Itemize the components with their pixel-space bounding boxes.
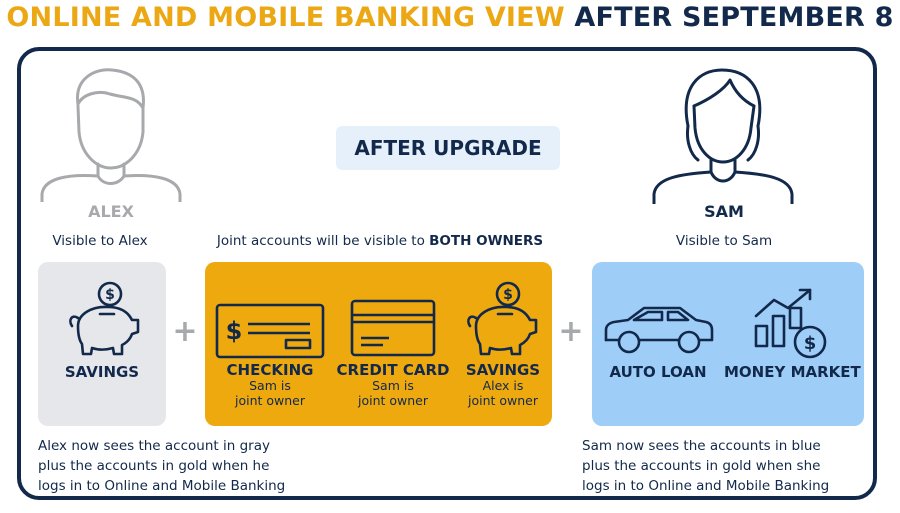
alex-note-line-3: logs in to Online and Mobile Banking [38,478,286,494]
alex-avatar-icon [40,68,182,202]
joint-savings-label: SAVINGS [465,361,541,379]
sam-note-line-1: Sam now sees the accounts in blue [582,438,821,454]
after-upgrade-badge: AFTER UPGRADE [336,126,560,170]
credit-card-label: CREDIT CARD [336,361,450,379]
checking-sub-1: Sam is [249,378,291,393]
alex-note: Alex now sees the account in gray plus t… [38,436,358,496]
alex-note-line-1: Alex now sees the account in gray [38,438,270,454]
joint-savings-sub-1: Alex is [482,378,524,393]
sam-visible-label: Visible to Sam [675,233,773,249]
alex-note-line-2: plus the accounts in gold when he [38,458,270,474]
sam-avatar-icon [652,68,794,204]
joint-caption-bold: BOTH OWNERS [429,233,544,249]
alex-accounts-panel [38,262,166,426]
checking-label: CHECKING [226,361,314,379]
check-icon: $ [215,303,325,359]
diagram-frame [17,47,877,500]
sam-accounts-panel [592,262,864,426]
credit-card-icon [350,299,436,357]
dollar-sign: $ [226,317,243,345]
checking-sub-2: joint owner [234,393,305,408]
plus-sign-left: + [172,314,198,349]
sam-note: Sam now sees the accounts in blue plus t… [582,436,882,496]
title-gold-part: ONLINE AND MOBILE BANKING VIEW [6,2,565,33]
alex-visible-label: Visible to Alex [52,233,148,249]
credit-card-sub-1: Sam is [372,378,414,393]
joint-savings-sub-2: joint owner [467,393,538,408]
car-icon [604,306,714,354]
alex-name: ALEX [88,202,134,221]
joint-caption: Joint accounts will be visible to BOTH O… [205,233,555,249]
dollar-sign: $ [804,333,817,354]
credit-card-sub-2: joint owner [357,393,428,408]
money-market-growth-icon: $ [754,288,827,359]
sam-name: SAM [704,202,744,221]
page-title: ONLINE AND MOBILE BANKING VIEW AFTER SEP… [0,2,900,33]
dollar-sign: $ [105,287,115,303]
title-navy-part: AFTER SEPTEMBER 8 [574,2,894,33]
piggy-bank-icon: $ [467,281,538,356]
sam-note-line-2: plus the accounts in gold when she [582,458,821,474]
alex-savings-label: SAVINGS [64,363,140,381]
plus-sign-right: + [558,314,584,349]
dollar-sign: $ [503,287,513,303]
auto-loan-label: AUTO LOAN [609,363,707,381]
sam-note-line-3: logs in to Online and Mobile Banking [582,478,830,494]
joint-caption-text: Joint accounts will be visible to [216,233,430,249]
money-market-label: MONEY MARKET [724,363,861,381]
piggy-bank-icon: $ [69,281,140,356]
